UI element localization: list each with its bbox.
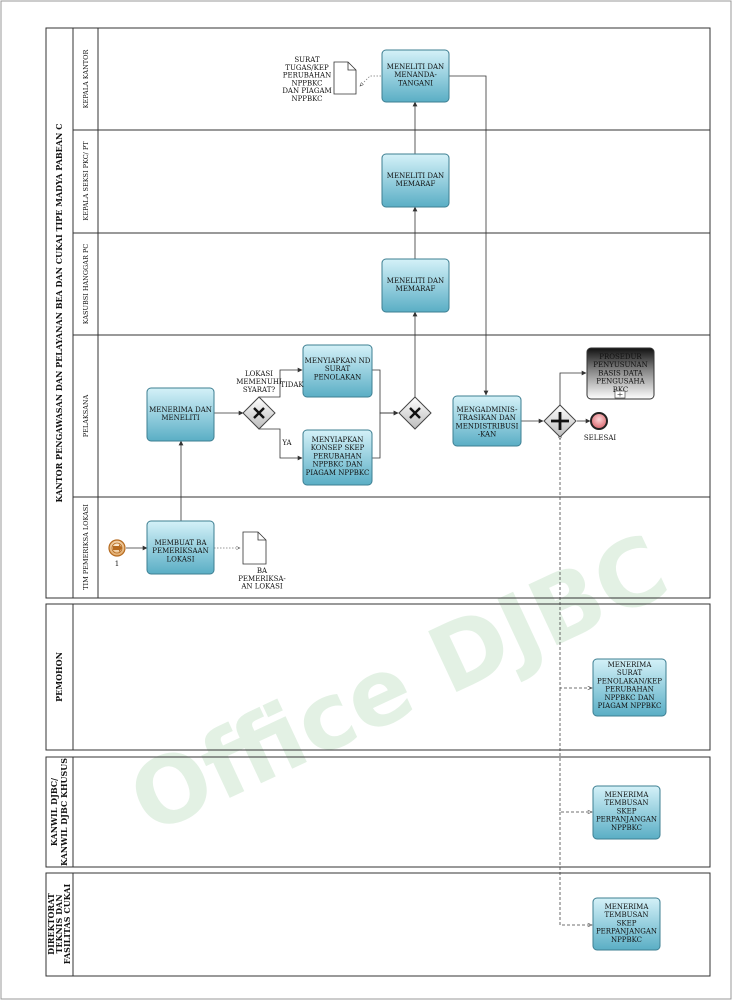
exclusive-x-icon: [253, 407, 265, 419]
pool-pemohon-label: PEMOHON: [54, 652, 64, 702]
parallel-plus-icon: [551, 412, 569, 430]
sequence-flows: [126, 75, 591, 551]
lane-tim-label: TIM PEMERIKSA LOKASI: [82, 504, 90, 590]
pool-direktorat-label-1: DIREKTORAT: [46, 893, 56, 955]
pool-kanwil-frame: [45, 756, 711, 868]
pool-direktorat-label-3: FASILITAS CUKAI: [62, 883, 72, 964]
flow-label-ya: YA: [281, 439, 292, 447]
pool-kppbc-label: KANTOR PENGAWASAN DAN PELAYANAN BEA DAN …: [54, 124, 64, 503]
pool-direktorat-frame: [45, 872, 711, 977]
gateway-g3: [543, 404, 577, 438]
end-event-label: SELESAI: [584, 434, 617, 442]
lane-kepala-label: KEPALA KANTOR: [82, 49, 90, 109]
pool-kanwil: KANWIL DJBC/ KANWIL DJBC KHUSUS: [45, 756, 711, 868]
pool-kppbc-frame: [45, 27, 711, 599]
pool-pemohon: PEMOHON: [45, 603, 711, 751]
end-event: SELESAI: [584, 412, 617, 442]
lane-kasubsi-label: KASUBSI HANGGAR PC: [82, 244, 90, 325]
associations: [214, 75, 381, 548]
message-flows: [560, 437, 592, 925]
subprocess-box: [586, 347, 655, 400]
pool-kanwil-label-2: KANWIL DJBC KHUSUS: [59, 758, 69, 866]
document-icon: [333, 61, 357, 95]
exclusive-x-icon: [409, 407, 421, 419]
pool-pemohon-frame: [45, 603, 711, 751]
pool-direktorat-label-2: TEKNIS DAN: [54, 894, 64, 953]
start-event: 1: [108, 539, 126, 568]
document-icon: [242, 531, 267, 565]
pool-direktorat: DIREKTORAT TEKNIS DAN FASILITAS CUKAI: [45, 872, 711, 977]
lane-seksi-label: KEPALA SEKSI PKC/ PT: [82, 141, 90, 221]
message-start-icon: [113, 544, 122, 552]
lane-pelaksana-label: PELAKSANA: [82, 394, 90, 437]
start-event-label: 1: [115, 560, 119, 568]
flow-label-tidak: TIDAK: [280, 381, 304, 389]
pool-kppbc: KANTOR PENGAWASAN DAN PELAYANAN BEA DAN …: [45, 27, 711, 599]
pool-kanwil-label-1: KANWIL DJBC/: [49, 778, 59, 846]
gateway-g2: [398, 396, 432, 430]
